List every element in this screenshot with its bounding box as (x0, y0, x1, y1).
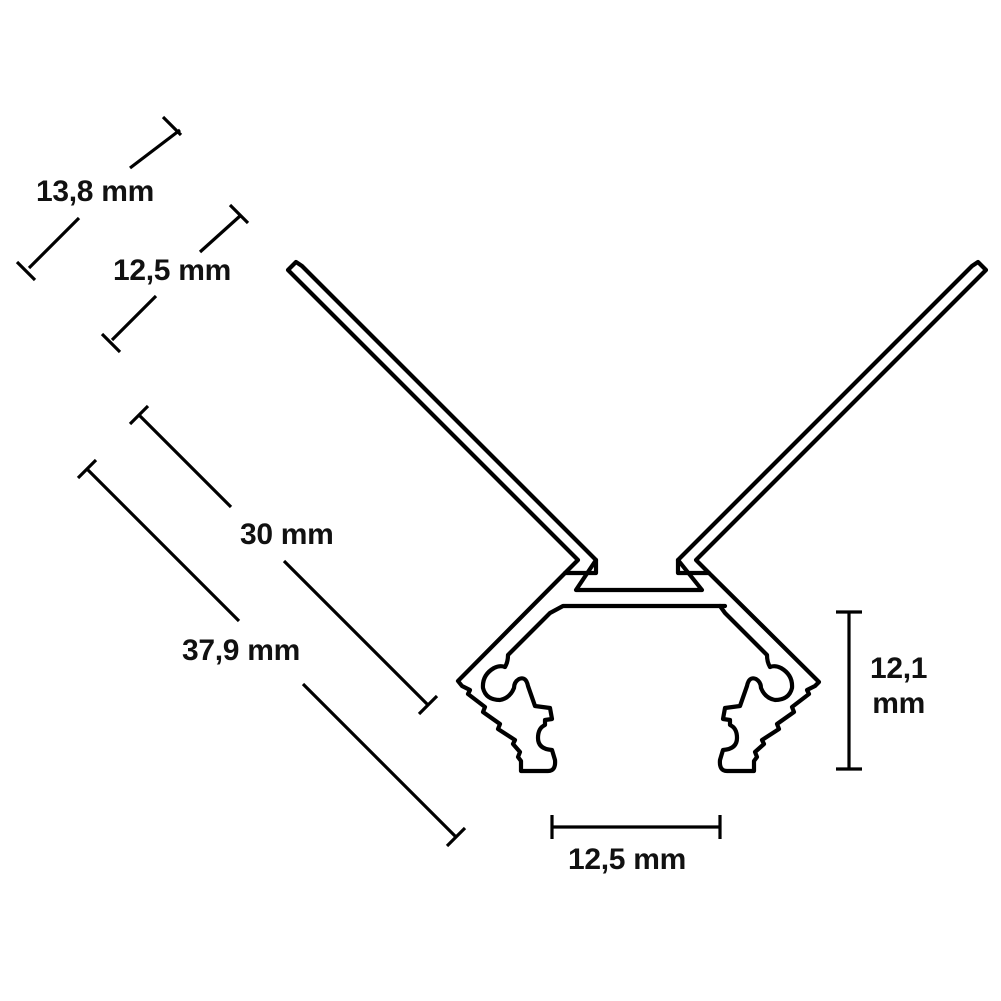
dimension-13-8-mm (15, 115, 183, 282)
dimension-12-1-mm (836, 610, 862, 771)
right-arm (675, 259, 989, 576)
dimension-12-5-mm-flange (100, 203, 250, 354)
dimension-30-mm (128, 404, 439, 716)
profile-outline (285, 259, 989, 774)
label-12-1-value: 12,1 (870, 652, 928, 685)
center-channel (573, 557, 705, 593)
left-arm (285, 259, 599, 576)
label-12-1-mm: 12,1 mm (870, 652, 928, 721)
body-right (706, 570, 822, 774)
label-12-1-unit: mm (872, 686, 925, 720)
label-12-5-mm-bottom: 12,5 mm (568, 843, 686, 876)
label-30-mm: 30 mm (240, 518, 334, 551)
label-12-5-mm-flange: 12,5 mm (113, 254, 231, 287)
body-left (455, 570, 728, 774)
dimension-12-5-mm-bottom (550, 815, 722, 839)
dimension-37-9-mm (76, 458, 467, 848)
label-37-9-mm: 37,9 mm (182, 634, 300, 667)
label-13-8-mm: 13,8 mm (36, 175, 154, 208)
